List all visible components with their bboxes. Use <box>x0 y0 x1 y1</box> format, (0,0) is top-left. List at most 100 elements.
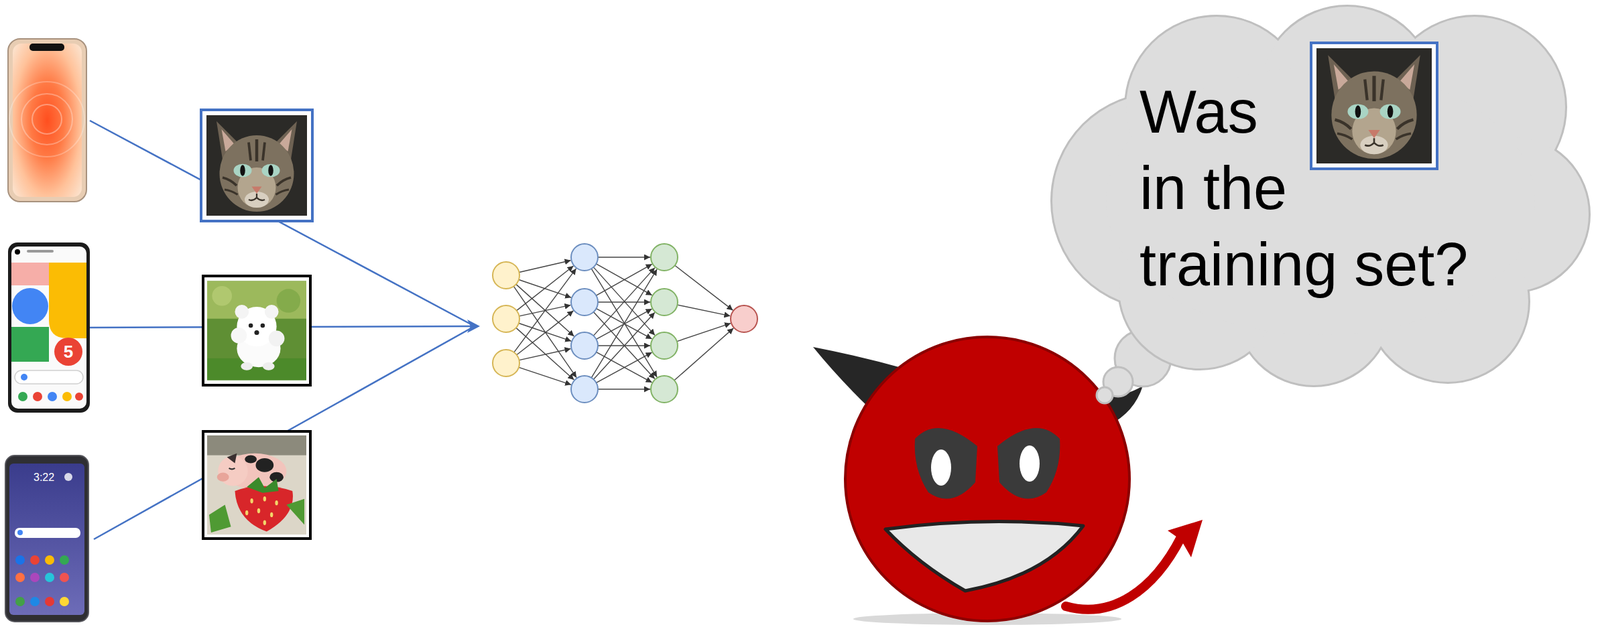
neuron <box>571 376 598 403</box>
devil-figure <box>997 428 1060 500</box>
phone-pixel <box>14 370 84 385</box>
phone-pixel <box>48 262 87 339</box>
question-text: Was in the training set? <box>1139 73 1482 303</box>
devil-figure <box>931 449 952 486</box>
phone-pixel <box>18 392 28 402</box>
neuron <box>571 288 598 316</box>
cloud-shape <box>1051 5 1592 388</box>
neuron <box>730 305 758 333</box>
phone-android <box>64 473 73 482</box>
network-link <box>518 367 572 385</box>
phone-android <box>15 597 25 607</box>
network-link <box>519 349 572 361</box>
phone-android <box>15 555 25 566</box>
phone-iphone <box>32 104 62 135</box>
phone-android <box>30 555 40 566</box>
cat-image <box>206 115 307 216</box>
phone-pixel <box>11 262 49 286</box>
phone-screen-number: 5 <box>63 341 74 363</box>
phone-pixel <box>11 327 49 362</box>
network-link <box>513 286 577 378</box>
network-link <box>677 304 731 317</box>
network-link <box>591 268 657 378</box>
phone-iphone <box>9 81 85 157</box>
phone-pixel <box>11 246 87 409</box>
phone-android <box>59 573 70 583</box>
network-link <box>674 328 734 381</box>
neuron <box>650 376 678 403</box>
cat-image <box>1311 42 1438 169</box>
phone-iphone <box>8 38 87 202</box>
cloud-fill <box>1052 6 1589 386</box>
dog-image <box>207 281 307 381</box>
phone-pixel <box>75 392 84 401</box>
neuron <box>650 332 678 360</box>
phone-android <box>30 597 40 607</box>
phone-pixel <box>14 249 21 255</box>
phone-pixel <box>54 337 83 366</box>
phone-android <box>9 463 85 616</box>
network-link <box>518 323 572 342</box>
phone-android <box>59 597 70 607</box>
network-link <box>593 312 655 380</box>
phone-iphone <box>8 38 87 202</box>
phone-android <box>5 455 89 623</box>
phone-pixel <box>8 242 90 413</box>
network-link <box>591 269 657 379</box>
neuron <box>492 305 520 333</box>
phone-pixel <box>32 392 43 402</box>
pig-image <box>203 431 311 539</box>
network-link <box>516 327 574 381</box>
network-link <box>514 268 577 353</box>
devil-figure <box>1019 445 1040 482</box>
cloud-outline <box>1052 6 1589 386</box>
network-link <box>674 265 734 311</box>
phone-iphone <box>12 43 82 198</box>
network-link <box>593 312 655 380</box>
network-link <box>596 352 653 383</box>
phone-pixel <box>12 288 49 325</box>
thought-cloud: Was in the training set? <box>1051 5 1592 388</box>
network-link <box>593 268 655 337</box>
phone-clock: 3:22 <box>33 471 55 484</box>
network-link <box>516 311 574 356</box>
thought-bubbles <box>1096 387 1113 404</box>
pig-image <box>203 431 311 539</box>
phone-android <box>14 528 81 539</box>
neuron <box>492 349 520 377</box>
dog-image <box>203 276 311 386</box>
data-flow-lines <box>467 319 480 334</box>
neuron <box>492 262 520 289</box>
cat-image <box>201 109 313 222</box>
network-link <box>593 267 655 336</box>
neuron <box>571 243 598 271</box>
dog-image <box>203 276 311 386</box>
neuron <box>650 288 678 316</box>
network-link <box>516 266 574 312</box>
phone-android <box>15 573 25 583</box>
devil-figure <box>845 337 1130 622</box>
phone-android <box>44 555 55 566</box>
pig-image <box>207 435 307 535</box>
devil-figure <box>1167 520 1203 558</box>
phone-android <box>30 573 40 583</box>
devil-figure <box>914 428 978 500</box>
network-link <box>597 256 651 258</box>
cat-image <box>1311 42 1438 169</box>
phone-android <box>44 597 55 607</box>
phone-android <box>17 530 23 536</box>
phone-iphone <box>21 93 73 145</box>
network-link <box>597 388 651 390</box>
phone-pixel <box>62 392 72 402</box>
phone-pixel <box>20 374 28 381</box>
phone-android <box>59 555 70 566</box>
network-link <box>677 323 731 342</box>
network-link <box>518 260 571 273</box>
phone-iphone <box>29 43 65 51</box>
devil-figure <box>885 522 1084 592</box>
cat-image <box>201 109 313 222</box>
phone-pixel <box>47 392 57 402</box>
neuron <box>650 243 678 271</box>
neural-network <box>492 243 758 403</box>
